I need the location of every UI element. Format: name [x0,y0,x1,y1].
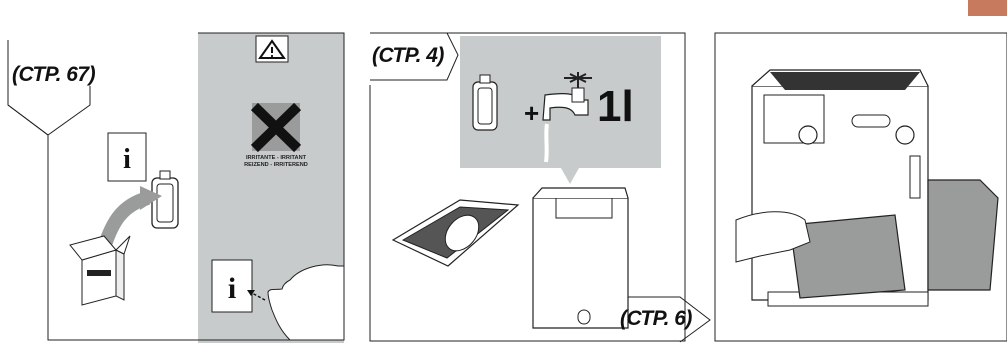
water-quantity: 1l [597,85,634,129]
irritant-cross-icon [252,103,300,151]
panel2-page-ref-top: (СТР. 4) [372,44,444,68]
panel2-page-ref-bottom: (СТР. 6) [620,307,692,331]
plus-sign: + [524,100,539,126]
irritant-label-line1: IRRITANTE - IRRITANT [231,155,321,162]
panel1-ref-tab [8,86,90,135]
irritant-label-line2: REIZEND - IRRITEREND [231,162,321,169]
tank-insert [790,215,905,298]
info-card-2: i [212,260,252,312]
jug [928,180,998,290]
svg-text:i: i [123,144,131,175]
warning-triangle-icon [256,36,288,62]
panel1-page-ref: (СТР. 67) [12,63,95,87]
cartridge-small [473,75,497,130]
svg-text:i: i [228,272,236,305]
water-tank [533,188,628,328]
filter-holder [393,200,518,266]
info-card-1: i [108,133,146,181]
descaler-box [70,236,130,305]
